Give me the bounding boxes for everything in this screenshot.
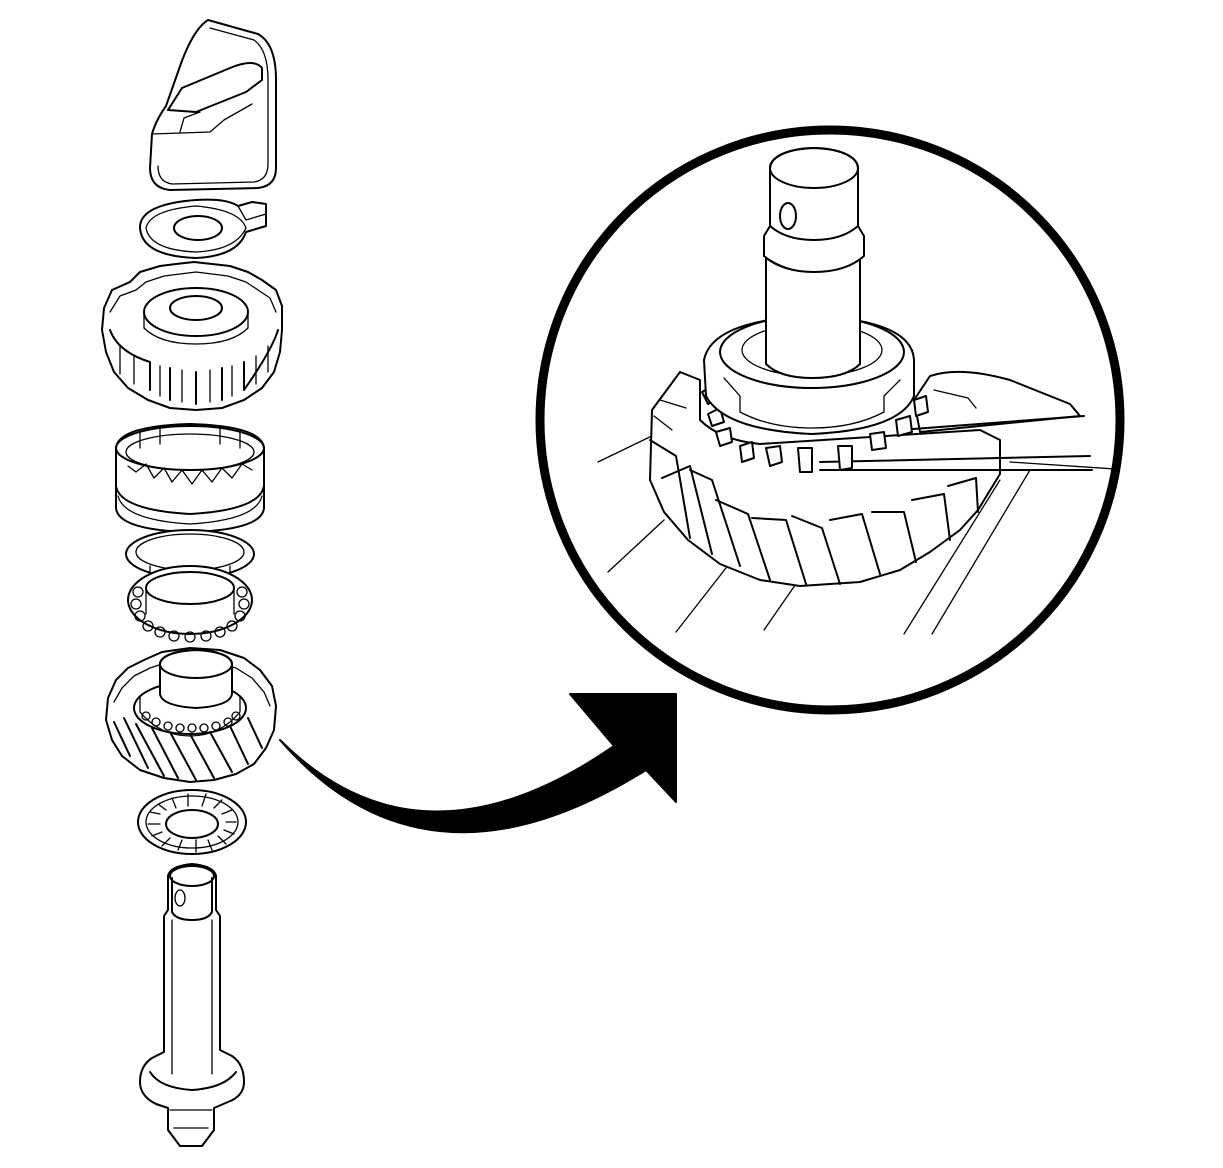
shift-fork-icon [149,19,277,191]
needle-bearing-icon [127,565,253,643]
detail-circle-border [535,125,1125,715]
synchronizer-sleeve-icon [115,423,265,533]
shaft-icon [139,863,245,1147]
detail-view-contents [597,147,1120,635]
thrust-bearing-icon [137,789,247,855]
thrust-washer-icon [139,198,267,259]
bearing-rollers-lower [141,711,241,733]
helical-gear-icon [105,647,277,783]
curved-arrow-icon [279,693,677,834]
spur-gear-icon [101,261,283,411]
detail-view [535,125,1125,715]
needle-rollers [130,586,250,643]
helical-teeth [649,439,979,585]
